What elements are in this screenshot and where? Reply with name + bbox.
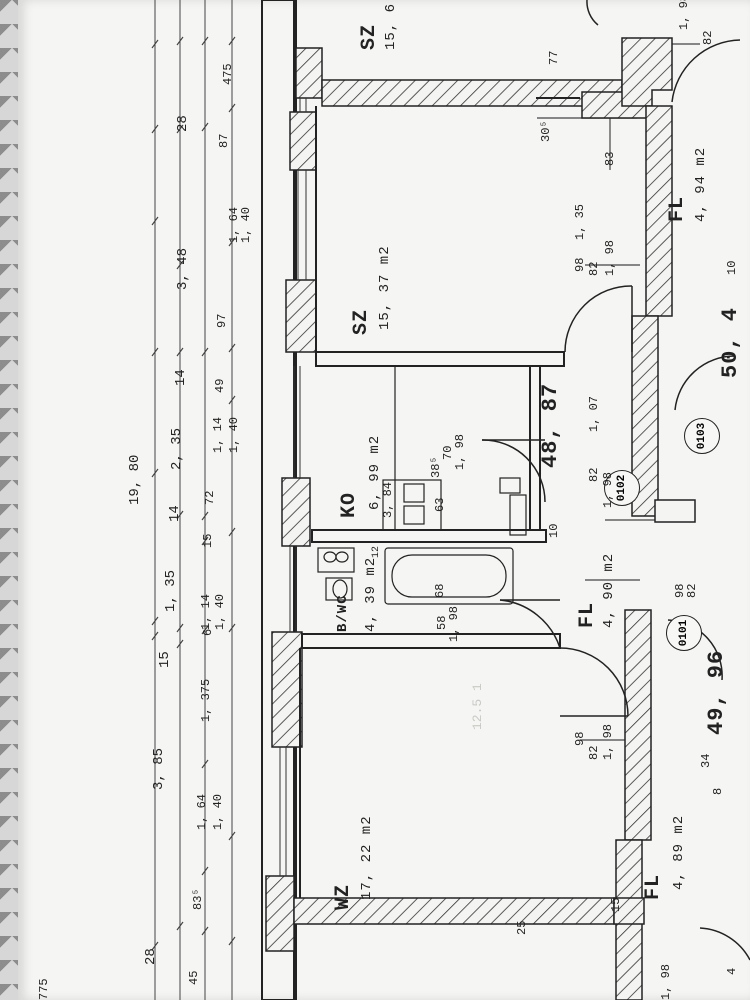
- unit-marker-0102: 0102: [604, 470, 640, 506]
- dim-row4-bottom-1: 1, 40: [213, 593, 227, 630]
- dim-198-top: 1, 98: [677, 0, 691, 30]
- dim-107: 1, 07: [587, 395, 601, 432]
- dim-198e: 1, 98: [601, 723, 615, 760]
- room-fl-main-name: FL: [576, 601, 599, 628]
- dim-82-top: 82: [701, 30, 715, 45]
- dim-row3-4: 15: [201, 533, 215, 548]
- unit-marker-0103: 0103: [684, 418, 720, 454]
- dim-row4-bottom-3: 1, 40: [239, 206, 253, 243]
- room-sz-top-name: SZ: [358, 23, 381, 50]
- dim-row2-4: 14: [167, 505, 183, 522]
- kitchen-fixtures: [382, 366, 527, 536]
- room-sz-name: SZ: [350, 308, 373, 335]
- dim-305: 30⁵: [539, 120, 553, 142]
- dim-198b: 1, 98: [601, 471, 615, 508]
- dim-row3-2: 1, 375: [199, 678, 213, 722]
- room-wz-area: 17, 22 m2: [359, 815, 375, 900]
- dim-82a: 82: [587, 261, 601, 276]
- dim-98b: 98: [573, 731, 587, 746]
- dim-row4-top-0: 1, 64: [195, 793, 209, 830]
- dim-row2-0: 28: [143, 948, 159, 965]
- room-bwc-name: B/WC: [335, 594, 351, 632]
- dim-row4-bottom-2: 1, 40: [227, 416, 241, 453]
- dim-77: 77: [547, 50, 561, 65]
- room-fl-upper-name: FL: [666, 195, 689, 222]
- dim-83: 83: [603, 151, 617, 166]
- dim-row2-6: 14: [173, 369, 189, 386]
- dim-82b: 82: [587, 467, 601, 482]
- dim-10: 10: [547, 523, 561, 538]
- dim-row3-5: 72: [203, 490, 217, 505]
- dim-row4-top-1: 1, 14: [199, 593, 213, 630]
- dim-15: 15: [609, 897, 623, 912]
- dim-row2-5: 2, 35: [169, 427, 185, 470]
- dim-384: 3, 84: [381, 481, 395, 518]
- room-fl-main-area: 4, 90 m2: [601, 552, 617, 628]
- dim-row3-1: 83⁵: [191, 888, 205, 910]
- room-bwc-area: 4, 39 m2: [363, 556, 379, 632]
- dim-198c: 1, 98: [453, 433, 467, 470]
- dim-34: 34: [699, 753, 713, 768]
- room-ko-name: KO: [338, 491, 361, 518]
- room-fl-lower-area: 4, 89 m2: [671, 814, 687, 890]
- dim-row4-top-2: 1, 14: [211, 416, 225, 453]
- dim-25: 25: [515, 920, 529, 935]
- room-sz-top-area: 15, 6: [383, 2, 399, 50]
- dim-row2-2: 15: [157, 651, 173, 668]
- dim-198d: 1, 98: [447, 605, 461, 642]
- dim-775: 775: [37, 978, 51, 1000]
- room-sz-area: 15, 37 m2: [377, 245, 393, 330]
- unit-total-48-87: 48, 87: [538, 382, 563, 468]
- dim-row3-8: 87: [217, 133, 231, 148]
- unit-marker-0101: 0101: [666, 615, 702, 651]
- dim-row3-9: 475: [221, 63, 235, 85]
- dim-row3-0: 45: [187, 970, 201, 985]
- dim-68: 68: [433, 583, 447, 598]
- unit-total-49-96: 49, 96: [704, 649, 729, 735]
- dim-82d: 82: [685, 583, 699, 598]
- dim-98a: 98: [573, 257, 587, 272]
- dim-row3-6: 49: [213, 378, 227, 393]
- bathroom-fixtures: [317, 547, 514, 605]
- dim-overall: 19, 80: [127, 454, 143, 505]
- dim-row3-7: 97: [215, 313, 229, 328]
- dim-198-bottom: 1, 98: [659, 963, 673, 1000]
- unit-total-50-4: 50, 4: [718, 306, 743, 378]
- dimension-lines: [151, 0, 700, 1000]
- dim-82c: 82: [587, 745, 601, 760]
- room-ko-area: 6, 99 m2: [367, 434, 383, 510]
- dim-row2-1: 3, 85: [151, 747, 167, 790]
- room-wz-name: WZ: [332, 883, 355, 910]
- dim-row2-8: 28: [175, 115, 191, 132]
- dim-10b: 10: [725, 260, 739, 275]
- dim-4: 4: [725, 967, 739, 975]
- dim-row2-3: 1, 35: [163, 569, 179, 612]
- dim-198a: 1, 98: [603, 239, 617, 276]
- dim-135: 1, 35: [573, 203, 587, 240]
- room-fl-upper-area: 4, 94 m2: [693, 146, 709, 222]
- dim-63: 63: [433, 497, 447, 512]
- dim-row2-7: 3, 48: [175, 247, 191, 290]
- room-fl-lower-name: FL: [642, 873, 665, 900]
- dim-row4-bottom-0: 1, 40: [211, 793, 225, 830]
- interior-walls: [293, 37, 696, 1000]
- dim-12: 12: [371, 545, 382, 558]
- dim-8: 8: [711, 787, 725, 795]
- exterior-walls: [265, 47, 323, 952]
